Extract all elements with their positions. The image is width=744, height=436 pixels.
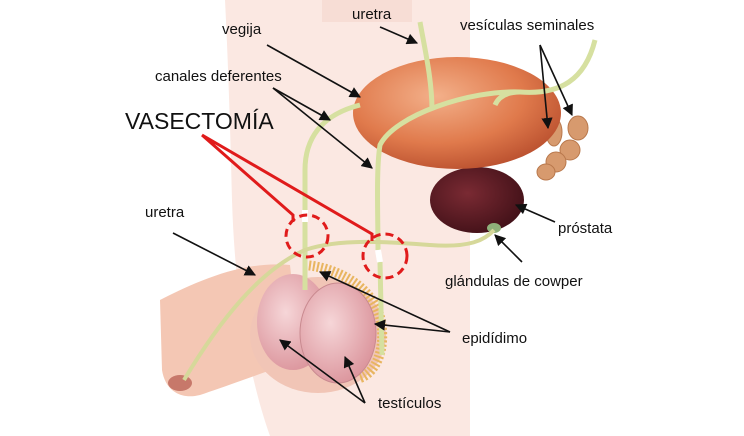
testicle-right [299, 282, 377, 384]
urethra-upper [417, 21, 435, 111]
pointer-arrows [172, 26, 573, 404]
label-testiculos: testículos [378, 395, 442, 412]
urethral-opening [168, 375, 192, 391]
bladder [353, 57, 561, 169]
skin-highlight [322, 0, 412, 22]
label-uretra-left: uretra [145, 204, 185, 221]
label-vegija: vegija [222, 21, 262, 38]
vasectomy-markers [201, 133, 409, 280]
cowper-gland [487, 223, 501, 233]
label-cowper: glándulas de cowper [445, 273, 583, 290]
label-prostata: próstata [558, 220, 613, 237]
label-uretra-top: uretra [352, 6, 392, 23]
prostate [430, 167, 524, 233]
urethra-lower [182, 228, 496, 382]
label-epididimo: epidídimo [462, 330, 528, 347]
label-canales: canales deferentes [155, 68, 282, 85]
label-vasectomia: VASECTOMÍA [125, 108, 274, 134]
label-vesiculas: vesículas seminales [460, 17, 595, 34]
